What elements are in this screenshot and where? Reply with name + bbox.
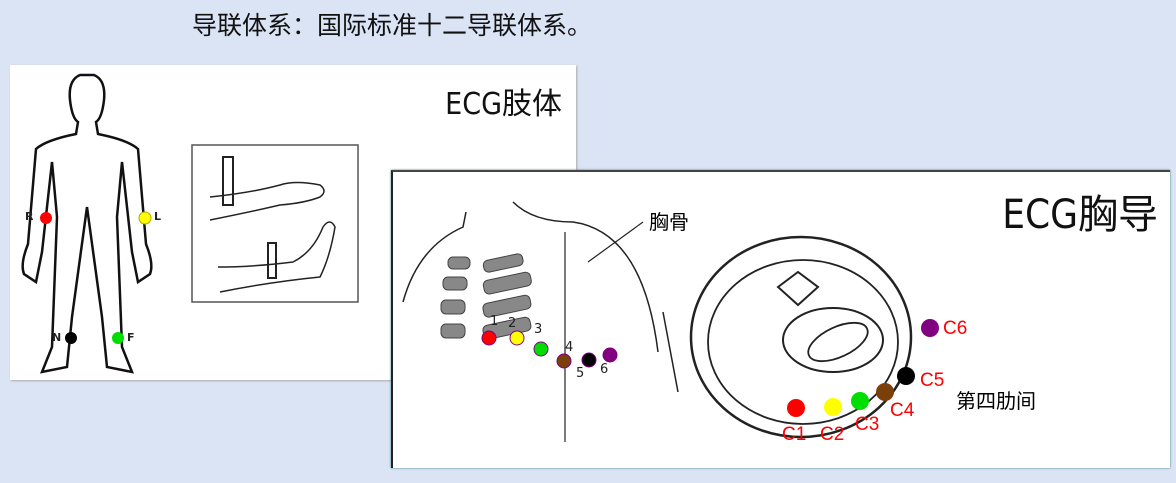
sternum-label: 胸骨 <box>649 210 689 234</box>
chest-diagram <box>402 201 939 442</box>
chest-number: 4 <box>565 340 574 355</box>
intercostal-label: 第四肋间 <box>956 389 1036 413</box>
chest-number: 1 <box>490 314 499 329</box>
electrode-label-c6: C6 <box>943 318 968 339</box>
chest-number: 5 <box>576 366 585 381</box>
electrode-label-n: N <box>52 331 62 344</box>
chest-electrodes-cross-section <box>787 319 939 417</box>
chest-number: 3 <box>534 322 543 337</box>
chest-number: 6 <box>600 362 609 377</box>
chest-panel-title: ECG胸导 <box>1002 192 1158 238</box>
electrode-n <box>65 332 77 344</box>
electrode-f <box>112 332 124 344</box>
body-outline-figure <box>21 73 359 374</box>
electrode-label-c4: C4 <box>890 400 915 421</box>
slide-title: 导联体系：国际标准十二导联体系。 <box>192 11 593 40</box>
electrode-r <box>40 212 52 224</box>
electrode-label-c1: C1 <box>782 424 807 445</box>
electrode-label-r: R <box>25 210 34 223</box>
chest-leads-panel: ECG胸导 胸骨 第四肋间 1 2 3 4 5 6 C1 C2 C3 C4 C5… <box>391 170 1170 468</box>
chest-electrodes-front <box>481 330 618 369</box>
electrode-label-f: F <box>127 331 135 344</box>
electrode-label-c3: C3 <box>855 414 880 435</box>
limb-panel-title: ECG肢体 <box>445 87 562 122</box>
electrode-l <box>138 211 152 225</box>
chest-number: 2 <box>508 316 517 331</box>
electrode-label-c2: C2 <box>820 424 845 445</box>
electrode-label-l: L <box>154 210 162 223</box>
limb-electrodes <box>40 211 152 344</box>
electrode-label-c5: C5 <box>920 370 945 391</box>
